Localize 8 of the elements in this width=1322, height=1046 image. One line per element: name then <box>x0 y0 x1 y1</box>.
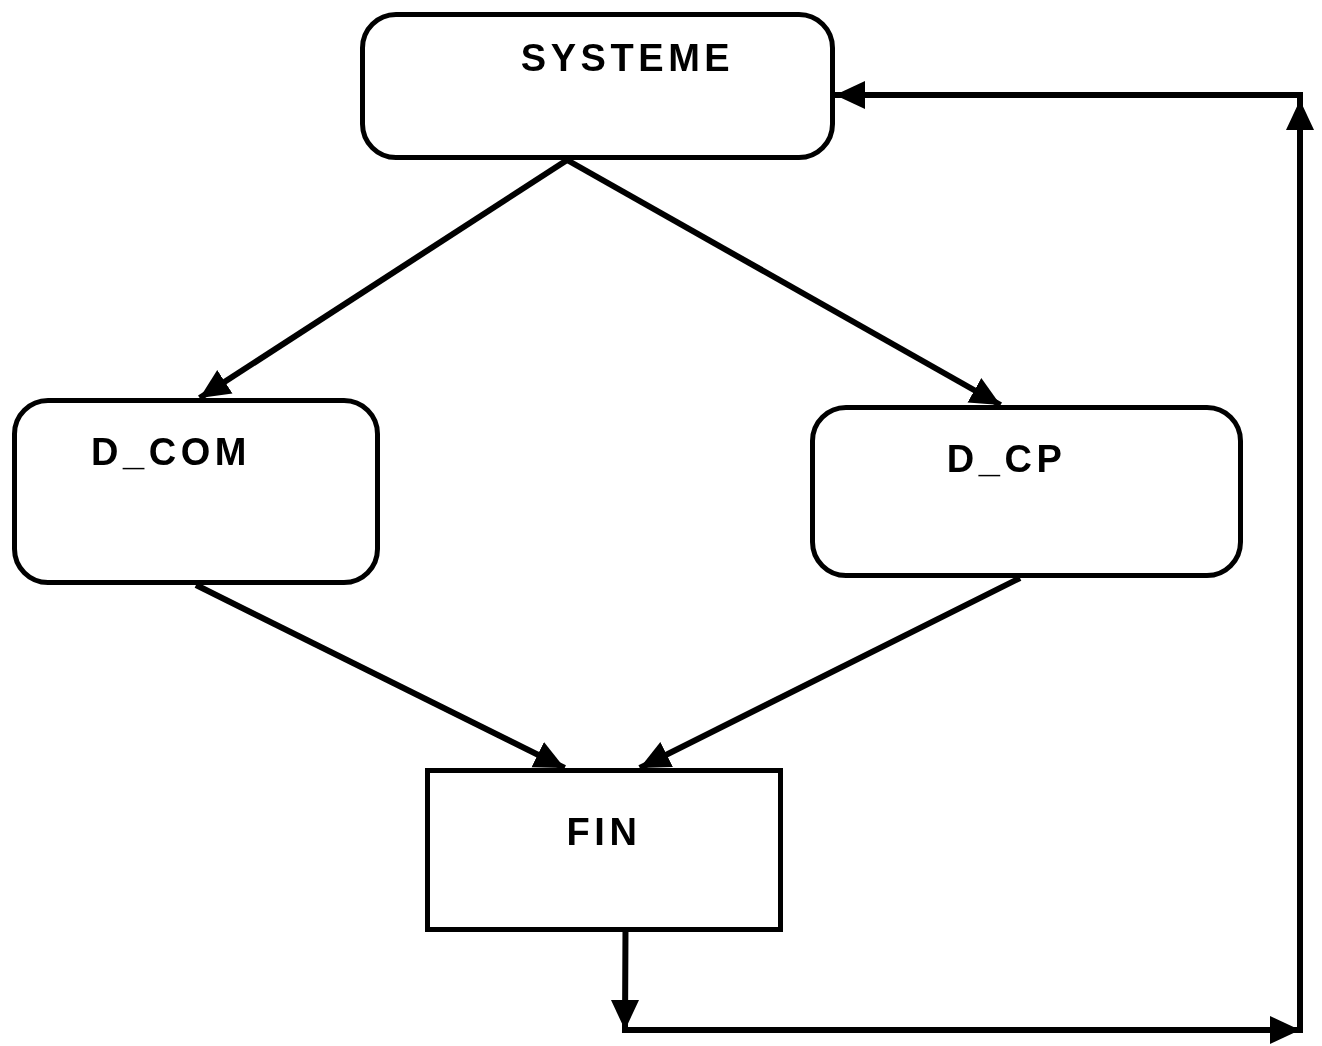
process-box <box>425 768 783 932</box>
node-label: D_CP <box>946 440 1067 478</box>
process-box <box>360 12 835 160</box>
process-box <box>810 405 1243 578</box>
node-label: SYSTEME <box>520 39 735 77</box>
process-box <box>12 398 380 585</box>
node-label: D_COM <box>91 433 251 471</box>
node-label: FIN <box>566 813 642 851</box>
